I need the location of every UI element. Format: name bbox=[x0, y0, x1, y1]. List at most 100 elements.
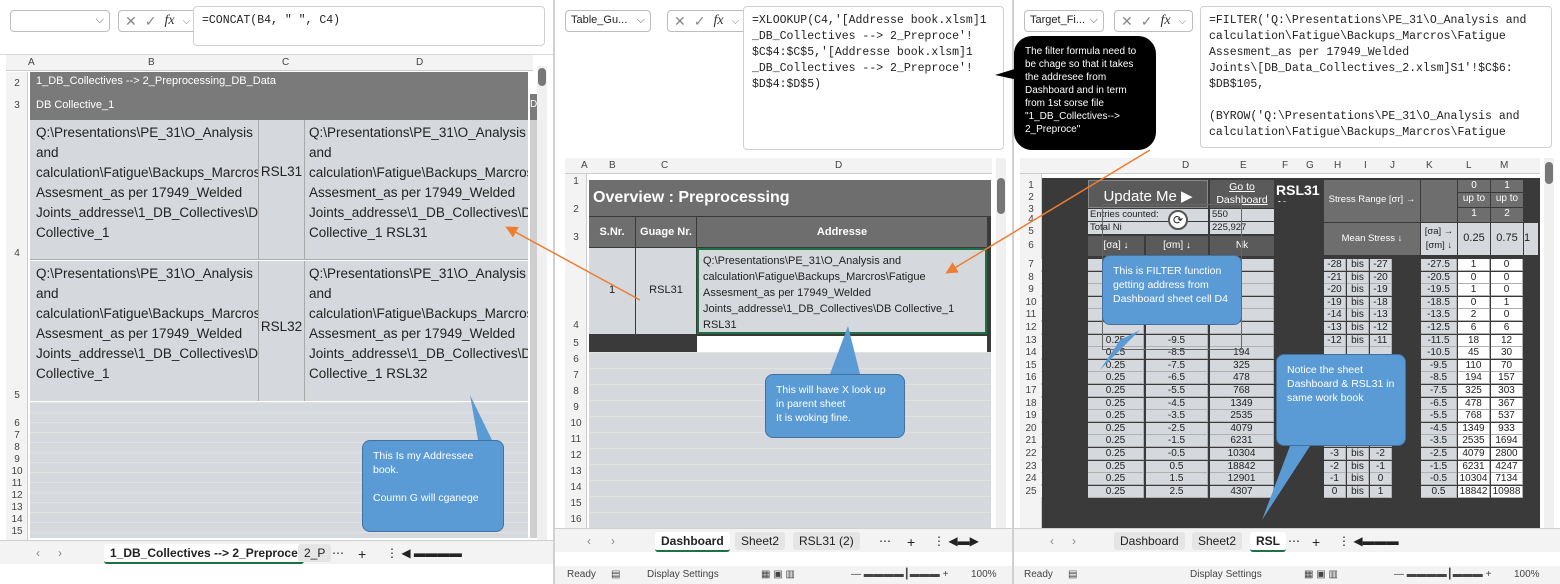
cell-c4[interactable]: RSL31 bbox=[258, 120, 304, 260]
normal-view-icon[interactable]: ▦ ▣ ▥ bbox=[761, 569, 795, 580]
empty-rows[interactable] bbox=[30, 402, 528, 538]
cell-gauge[interactable]: RSL31 bbox=[636, 248, 696, 334]
table-cell-l[interactable]: 18 bbox=[1458, 334, 1490, 347]
row-number[interactable]: 9 bbox=[1020, 284, 1042, 296]
table-cell-k[interactable]: -4.5 bbox=[1421, 422, 1457, 435]
row-number[interactable]: 10 bbox=[1020, 296, 1042, 308]
entries-value[interactable]: 550 bbox=[1210, 209, 1274, 221]
row-number[interactable]: 18 bbox=[1020, 397, 1042, 409]
table-cell-k[interactable]: -0.5 bbox=[1421, 473, 1457, 486]
table-cell-nk[interactable]: 194 bbox=[1210, 347, 1274, 360]
next-sheet-icon[interactable]: › bbox=[1072, 534, 1076, 548]
cell-addresse[interactable]: Q:\Presentations\PE_31\O_Analysis and ca… bbox=[697, 248, 987, 334]
row-number[interactable]: 17 bbox=[1020, 385, 1042, 396]
row-number[interactable]: 24 bbox=[1020, 473, 1042, 485]
table-cell-m[interactable]: 70 bbox=[1491, 359, 1523, 372]
row-number[interactable]: 25 bbox=[1020, 485, 1042, 497]
table-cell-i[interactable]: bis bbox=[1347, 485, 1369, 498]
table-cell-nk[interactable]: 4079 bbox=[1210, 422, 1274, 435]
row-number[interactable]: 22 bbox=[1020, 448, 1042, 459]
tab-sheet2[interactable]: Sheet2 bbox=[735, 532, 786, 550]
table-cell-h[interactable]: 0 bbox=[1324, 485, 1346, 498]
row-number[interactable]: 19 bbox=[1020, 410, 1042, 422]
row-number[interactable]: 12 bbox=[1020, 322, 1042, 333]
table-cell-nk[interactable]: 18842 bbox=[1210, 460, 1274, 473]
table-cell-l[interactable]: 194 bbox=[1458, 372, 1490, 385]
prev-sheet-icon[interactable]: ‹ bbox=[36, 546, 40, 560]
table-cell-nk[interactable]: 325 bbox=[1210, 359, 1274, 372]
tab-sheet2[interactable]: Sheet2 bbox=[1192, 532, 1243, 550]
table-cell-m[interactable]: 1 bbox=[1491, 296, 1523, 309]
table-cell-nk[interactable]: 768 bbox=[1210, 385, 1274, 397]
table-cell-nk[interactable] bbox=[1210, 334, 1274, 347]
row-number[interactable]: 14 bbox=[1020, 347, 1042, 359]
accessibility-icon[interactable]: ▤ bbox=[1068, 569, 1078, 580]
th-snr[interactable]: S.Nr. bbox=[589, 217, 635, 247]
cell-snr[interactable]: 1 bbox=[589, 248, 635, 334]
table-cell-b[interactable]: 0.5 bbox=[1146, 460, 1208, 473]
table-cell-nk[interactable] bbox=[1210, 322, 1274, 334]
table-cell-m[interactable]: 537 bbox=[1491, 410, 1523, 423]
table-cell-nk[interactable]: 4307 bbox=[1210, 485, 1274, 498]
table-cell-b[interactable]: -5.5 bbox=[1146, 385, 1208, 397]
table-cell-h[interactable]: -19 bbox=[1324, 296, 1346, 309]
table-cell-k[interactable]: -12.5 bbox=[1421, 322, 1457, 334]
display-settings[interactable]: Display Settings bbox=[1190, 569, 1262, 580]
table-cell-m[interactable]: 4247 bbox=[1491, 460, 1523, 473]
check-icon[interactable]: ✓ bbox=[693, 12, 706, 29]
table-cell-l[interactable]: 6231 bbox=[1458, 460, 1490, 473]
table-cell-a[interactable]: 0.25 bbox=[1088, 422, 1144, 435]
th-addresse[interactable]: Addresse bbox=[697, 217, 987, 247]
table-cell-i[interactable]: bis bbox=[1347, 284, 1369, 297]
row-number[interactable]: 15 bbox=[1020, 359, 1042, 371]
cancel-icon[interactable]: ✕ bbox=[1121, 12, 1133, 29]
table-cell-k[interactable]: -9.5 bbox=[1421, 359, 1457, 372]
table-cell-j[interactable]: 1 bbox=[1370, 485, 1392, 498]
name-box[interactable]: ⌵ bbox=[10, 10, 110, 32]
formula-input[interactable]: =XLOOKUP(C4,'[Addresse book.xlsm]1 _DB_C… bbox=[743, 6, 1004, 150]
table-cell-b[interactable]: -1.5 bbox=[1146, 435, 1208, 448]
table-cell-l[interactable]: 10304 bbox=[1458, 473, 1490, 486]
next-sheet-icon[interactable]: › bbox=[611, 534, 615, 548]
table-cell-a[interactable]: 0.25 bbox=[1088, 372, 1144, 385]
table-cell-h[interactable]: -20 bbox=[1324, 284, 1346, 297]
table-cell-i[interactable]: bis bbox=[1347, 448, 1369, 460]
fx-icon[interactable]: fx bbox=[1160, 13, 1171, 28]
table-cell-i[interactable]: bis bbox=[1347, 334, 1369, 347]
table-cell-j[interactable]: -13 bbox=[1370, 309, 1392, 322]
table-cell-m[interactable]: 12 bbox=[1491, 334, 1523, 347]
table-cell-j[interactable]: -12 bbox=[1370, 322, 1392, 334]
table-cell-m[interactable]: 0 bbox=[1491, 271, 1523, 284]
table-cell-m[interactable]: 0 bbox=[1491, 259, 1523, 271]
table-cell-i[interactable]: bis bbox=[1347, 296, 1369, 309]
table-cell-b[interactable]: -3.5 bbox=[1146, 410, 1208, 423]
tab-dashboard[interactable]: Dashboard bbox=[655, 532, 730, 552]
horizontal-scrollbar[interactable]: ⋮ ◀▬▬▬ bbox=[1338, 534, 1399, 548]
row-number[interactable]: 20 bbox=[1020, 422, 1042, 434]
tab-dashboard[interactable]: Dashboard bbox=[1114, 532, 1185, 550]
row-number[interactable]: 16 bbox=[1020, 372, 1042, 384]
table-cell-l[interactable]: 0 bbox=[1458, 296, 1490, 309]
cell-c5[interactable]: RSL32 bbox=[258, 261, 304, 401]
table-cell-h[interactable]: -13 bbox=[1324, 322, 1346, 334]
table-cell-m[interactable]: 1694 bbox=[1491, 435, 1523, 448]
goto-dashboard-link[interactable]: Go to Dashboard bbox=[1210, 180, 1274, 208]
more-tabs-icon[interactable]: ⋯ bbox=[879, 534, 891, 548]
table-cell-k[interactable]: -5.5 bbox=[1421, 410, 1457, 423]
prev-sheet-icon[interactable]: ‹ bbox=[1050, 534, 1054, 548]
normal-view-icon[interactable]: ▦ ▣ ▥ bbox=[1304, 569, 1338, 580]
table-cell-k[interactable]: -2.5 bbox=[1421, 448, 1457, 460]
table-cell-b[interactable]: -6.5 bbox=[1146, 372, 1208, 385]
table-cell-m[interactable]: 7134 bbox=[1491, 473, 1523, 486]
table-cell-m[interactable]: 0 bbox=[1491, 284, 1523, 297]
table-cell-b[interactable]: -2.5 bbox=[1146, 422, 1208, 435]
table-cell-k[interactable]: -6.5 bbox=[1421, 397, 1457, 410]
add-sheet-icon[interactable]: + bbox=[1312, 534, 1321, 550]
table-cell-a[interactable]: 0.25 bbox=[1088, 359, 1144, 372]
table-cell-nk[interactable]: 12901 bbox=[1210, 473, 1274, 486]
table-cell-a[interactable]: 0.25 bbox=[1088, 485, 1144, 498]
table-cell-k[interactable]: -1.5 bbox=[1421, 460, 1457, 473]
horizontal-scrollbar[interactable]: ⋮ ◀▬▶ bbox=[933, 534, 979, 548]
table-cell-a[interactable]: 0.25 bbox=[1088, 385, 1144, 397]
table-cell-h[interactable]: -3 bbox=[1324, 448, 1346, 460]
